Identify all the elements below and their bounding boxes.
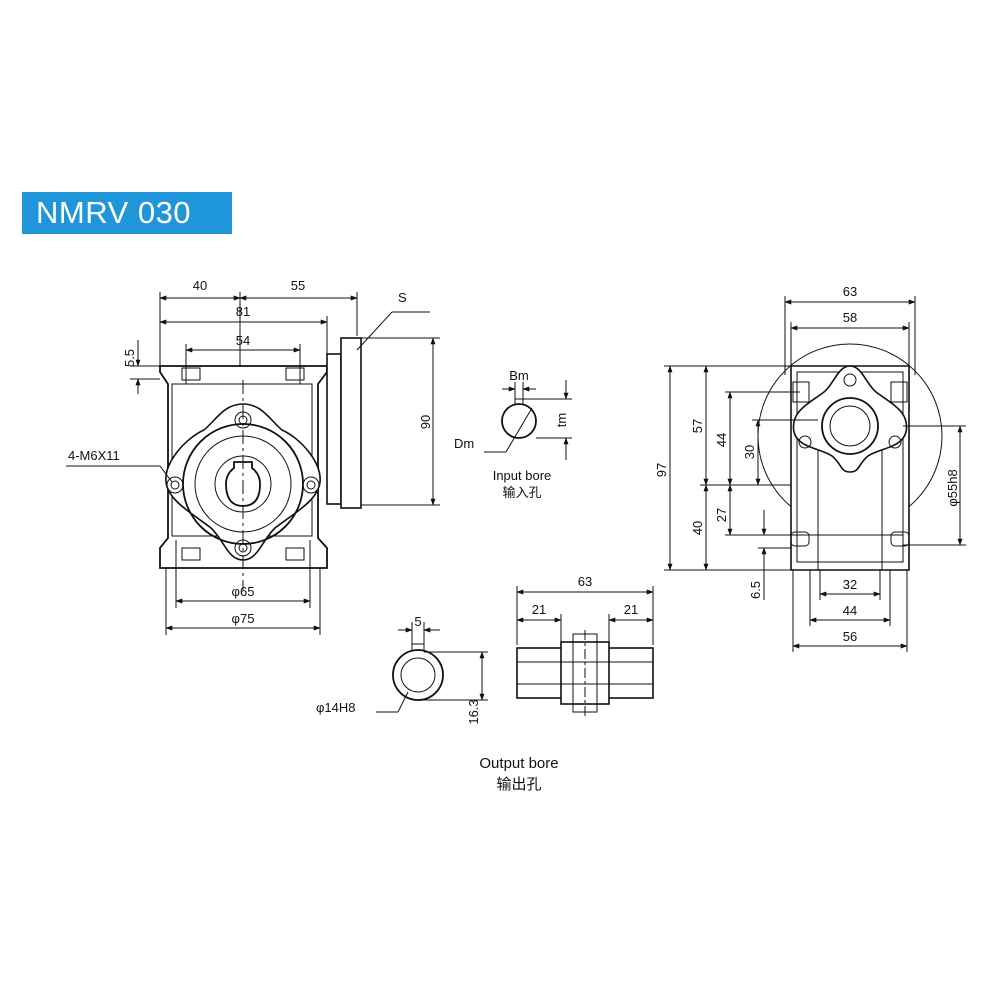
- output-dim-16-3: 16.3: [466, 699, 481, 724]
- output-dia-14h8: φ14H8: [316, 700, 356, 715]
- side-dim-27: 27: [714, 508, 729, 522]
- side-dim-44: 44: [714, 433, 729, 447]
- hole-label: 4-M6X11: [68, 448, 120, 463]
- side-view: 63 58 97 57 40: [654, 284, 966, 652]
- input-tm: tm: [554, 413, 569, 427]
- input-bore-caption-cn: 输入孔: [502, 485, 541, 500]
- input-bm: Bm: [509, 368, 529, 383]
- output-bore: 5 16.3 φ14H8 Output bore 输出孔: [316, 614, 559, 793]
- front-dim-5-5: 5.5: [122, 349, 137, 367]
- side-dim-97: 97: [654, 463, 669, 477]
- dia-75: φ75: [232, 611, 255, 626]
- side-dia-55h8: φ55h8: [945, 469, 960, 506]
- flange-label-s: S: [398, 290, 407, 305]
- side-dim-32: 32: [843, 577, 857, 592]
- output-bore-caption-cn: 输出孔: [496, 776, 541, 793]
- input-bore-caption: Input bore: [493, 468, 552, 483]
- front-dim-54: 54: [236, 333, 250, 348]
- side-dim-30: 30: [742, 445, 757, 459]
- output-shaft: 63 21 21: [516, 574, 654, 716]
- front-view: 40 55 81 54 5.5 90 S: [66, 278, 440, 635]
- front-dim-81: 81: [236, 304, 250, 319]
- output-bore-caption: Output bore: [479, 755, 558, 772]
- input-dm: Dm: [454, 436, 474, 451]
- dia-65: φ65: [232, 584, 255, 599]
- side-dim-58: 58: [843, 310, 857, 325]
- shaft-dim-21b: 21: [624, 602, 638, 617]
- side-dim-6-5: 6.5: [748, 581, 763, 599]
- side-dim-40: 40: [690, 521, 705, 535]
- shaft-dim-21a: 21: [532, 602, 546, 617]
- title-badge: NMRV 030: [22, 192, 232, 234]
- front-dim-90: 90: [418, 415, 433, 429]
- input-bore: Bm tm Dm Input bore 输入孔: [454, 368, 572, 500]
- side-dim-57: 57: [690, 419, 705, 433]
- side-dim-56: 56: [843, 629, 857, 644]
- front-dim-40: 40: [193, 278, 207, 293]
- front-dim-55: 55: [291, 278, 305, 293]
- side-dim-44b: 44: [843, 603, 857, 618]
- output-dim-5: 5: [414, 614, 421, 629]
- side-dim-63: 63: [843, 284, 857, 299]
- shaft-dim-63: 63: [578, 574, 592, 589]
